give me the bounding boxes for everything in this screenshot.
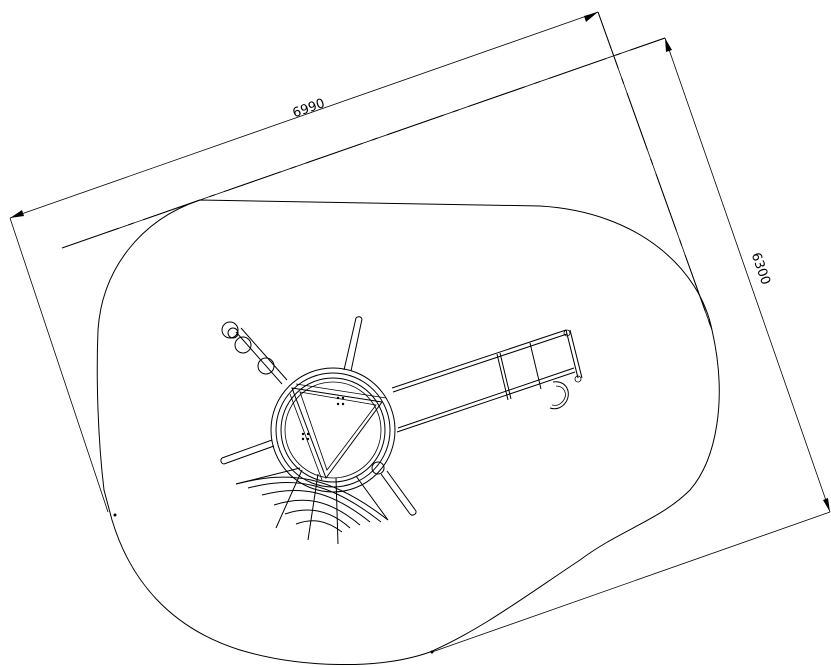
net-rope-outer	[235, 476, 389, 521]
bolt	[341, 396, 345, 400]
center-line-horizontal	[61, 37, 666, 249]
climbing-net	[235, 467, 389, 545]
net-radial	[307, 473, 319, 541]
extension-line	[9, 217, 109, 513]
post-edge	[386, 470, 417, 512]
post-edge	[380, 473, 411, 515]
ball	[257, 357, 275, 375]
slide-end	[565, 329, 579, 379]
arrowhead	[823, 498, 830, 512]
arrowhead	[10, 210, 24, 218]
ball	[221, 321, 239, 339]
bolt	[301, 432, 305, 436]
net-rope	[273, 499, 361, 526]
slide-section-line	[529, 342, 542, 390]
center-line-vertical	[597, 11, 713, 331]
post-joint	[371, 461, 385, 475]
ball	[234, 336, 252, 354]
ball-post	[221, 321, 288, 385]
dimension-line-width	[664, 37, 831, 513]
bar-edge	[223, 445, 275, 465]
ball-post-edge	[235, 331, 283, 385]
dimension-width: 6300	[107, 37, 831, 653]
bar-edge	[221, 439, 273, 459]
lower-right-post	[371, 461, 417, 516]
net-rope	[284, 509, 351, 529]
bolt-marks	[301, 396, 345, 441]
net-rope	[295, 520, 343, 533]
dimension-line-length	[9, 11, 599, 219]
net-radial	[355, 475, 389, 521]
slide-rail-bottom-inner	[396, 371, 576, 433]
net-radial	[275, 469, 303, 529]
ball-inner	[227, 327, 239, 339]
tower-beam	[295, 383, 387, 399]
net-rope	[247, 482, 382, 523]
slide-rail-bottom	[397, 367, 575, 429]
slide-end-cap	[574, 375, 582, 383]
arrowhead	[584, 12, 598, 22]
slide-section-line	[499, 352, 512, 400]
slide-handle	[549, 381, 569, 410]
bolt	[336, 396, 340, 400]
tower-inner-ring	[280, 377, 386, 483]
safety-zone-outline	[96, 199, 720, 665]
slide-handle-inner	[551, 385, 566, 406]
net-radial	[235, 467, 301, 485]
dimension-label-width: 6300	[748, 251, 773, 287]
slide	[391, 329, 583, 433]
post-edge	[343, 317, 357, 371]
tower-beam	[289, 393, 323, 481]
slide-end	[569, 329, 583, 379]
upper-post	[343, 316, 363, 372]
net-radial	[335, 477, 339, 545]
tower-deck	[284, 381, 382, 479]
net-rope	[261, 489, 371, 523]
post-edge	[350, 318, 363, 372]
slide-section-line	[496, 353, 509, 401]
bolt	[306, 437, 310, 441]
bolt	[336, 402, 340, 406]
dimension-length: 6990	[9, 11, 713, 513]
bar-cap	[220, 457, 225, 465]
post-cap	[409, 510, 417, 516]
bolt	[306, 432, 310, 436]
bolt	[301, 437, 305, 441]
post-cap	[355, 316, 363, 320]
bolt	[341, 402, 345, 406]
arrowhead	[665, 38, 672, 52]
dimension-label-length: 6990	[291, 96, 327, 121]
slide-rail-top	[391, 329, 567, 389]
lower-left-bar	[220, 439, 275, 465]
ball-post-edge	[240, 327, 288, 381]
extension-line	[431, 511, 831, 653]
outline-point	[113, 513, 117, 517]
slide-rail-top-inner	[392, 333, 568, 393]
slide-end-cap	[563, 329, 571, 337]
tower-triangle-frame	[291, 387, 383, 480]
